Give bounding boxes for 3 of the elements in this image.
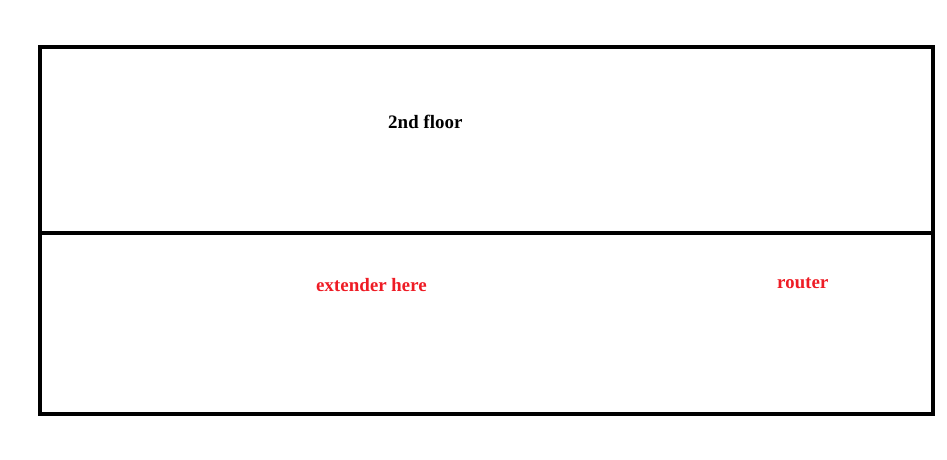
placement-note: extender here: [316, 275, 427, 297]
device-label: router: [777, 272, 828, 294]
floor-label: 2nd floor: [388, 112, 462, 134]
